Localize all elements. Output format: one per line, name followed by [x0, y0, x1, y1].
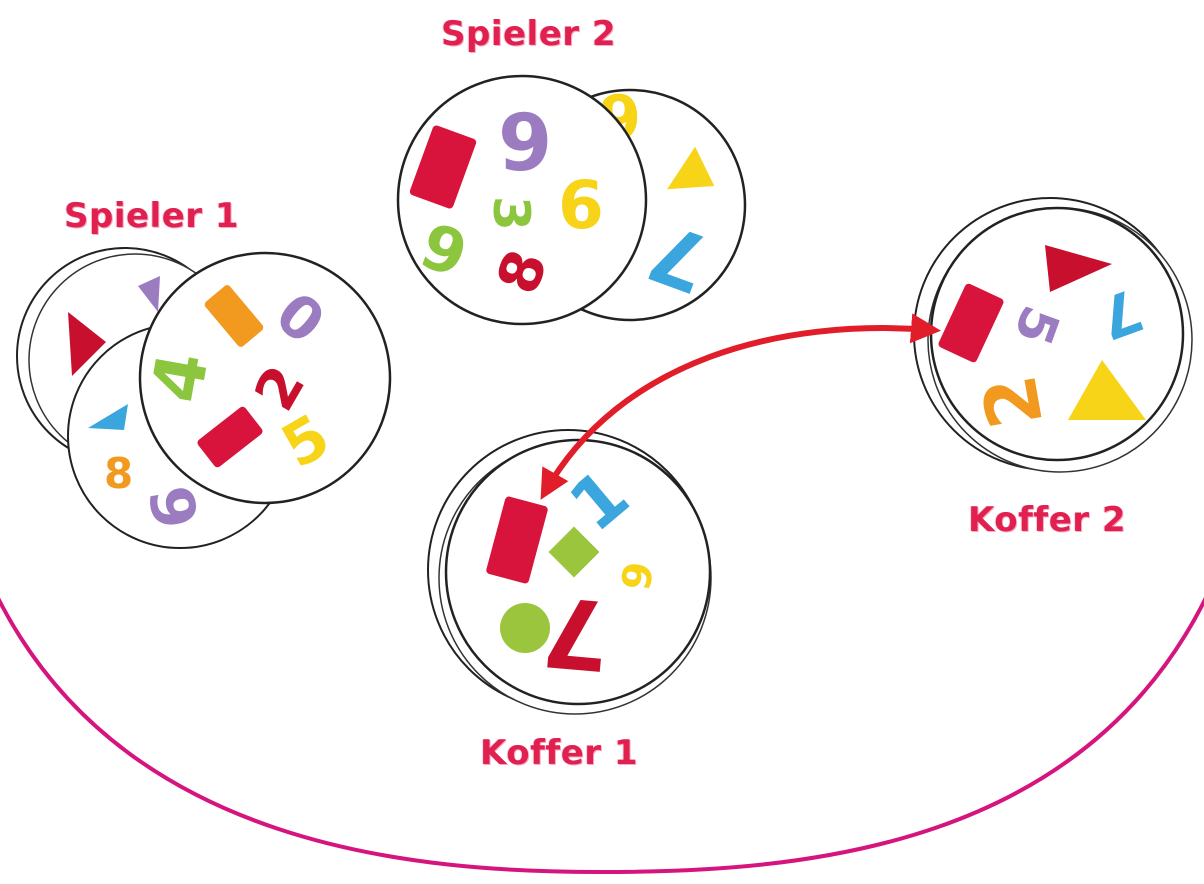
- player2-pile[interactable]: 9 7 9 3 6 6 8: [396, 74, 747, 326]
- red-rectangle-symbol: [486, 496, 548, 584]
- purple-9-symbol: 9: [498, 99, 552, 189]
- green-3-symbol: 3: [482, 196, 540, 231]
- yellow-6-symbol: 6: [558, 167, 604, 244]
- player2-label: Spieler 2: [441, 14, 617, 54]
- yellow-triangle-symbol: [1068, 360, 1146, 420]
- red-7-symbol: 7: [538, 574, 614, 691]
- orange-8-symbol: 8: [104, 449, 133, 498]
- green-diamond-symbol: [548, 526, 600, 578]
- yellow-triangle-symbol: [667, 146, 715, 190]
- case2-label: Koffer 2: [968, 500, 1127, 540]
- purple-triangle-symbol: [138, 276, 160, 312]
- red-triangle-symbol: [68, 312, 106, 376]
- player1-pile[interactable]: 8 6 0 4 2 5: [16, 247, 392, 549]
- red-rectangle-symbol: [409, 125, 477, 209]
- table-edge-arc: [0, 596, 1204, 875]
- player1-label: Spieler 1: [64, 196, 240, 236]
- red-rectangle-symbol: [197, 406, 263, 468]
- red-rectangle-symbol: [938, 283, 1004, 363]
- case1-label: Koffer 1: [480, 733, 639, 773]
- exchange-arrow: [540, 313, 941, 500]
- orange-rectangle-symbol: [204, 285, 264, 347]
- green-circle-symbol: [500, 603, 550, 653]
- case1-pile[interactable]: 1 6 7: [427, 429, 712, 715]
- player1-top-card: 0 4 2 5: [135, 251, 392, 505]
- blue-triangle-symbol: [88, 404, 128, 430]
- player2-top-card: 9 3 6 6 8: [396, 74, 648, 326]
- case2-pile[interactable]: 7 5 2: [913, 197, 1193, 473]
- red-triangle-symbol: [1045, 245, 1112, 292]
